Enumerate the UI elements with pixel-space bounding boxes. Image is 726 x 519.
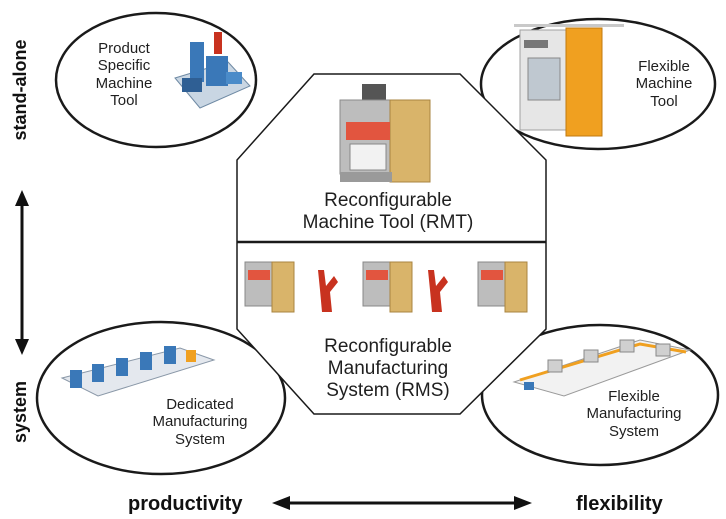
flexible-machine-tool-label: Flexible Machine Tool <box>635 58 693 110</box>
rmt-label: Reconfigurable Machine Tool (RMT) <box>302 190 474 233</box>
vertical-axis-arrow <box>15 190 29 355</box>
rms-label: Reconfigurable Manufacturing System (RMS… <box>324 336 452 401</box>
reconfigurable-octagon <box>236 73 547 415</box>
flexibility-label: flexibility <box>576 493 663 515</box>
rms-line-icon <box>244 261 528 313</box>
product-specific-machine-tool-label: Product Specific Machine Tool <box>95 40 153 109</box>
flexible-machine-tool-icon <box>514 24 624 137</box>
system-label: system <box>10 380 30 444</box>
dedicated-system-icon <box>60 346 216 397</box>
dedicated-system-ellipse <box>35 320 287 476</box>
flexible-system-icon <box>512 339 692 397</box>
flexible-manufacturing-system-label: Flexible Manufacturing System <box>586 388 682 440</box>
product-specific-machine-icon <box>174 32 251 109</box>
stand-alone-label: stand-alone <box>10 39 30 141</box>
productivity-label: productivity <box>128 493 243 515</box>
horizontal-axis-arrow <box>272 496 532 510</box>
rmt-machine-icon <box>339 84 431 183</box>
dedicated-manufacturing-system-label: Dedicated Manufacturing System <box>152 396 248 448</box>
product-specific-ellipse <box>54 11 258 149</box>
